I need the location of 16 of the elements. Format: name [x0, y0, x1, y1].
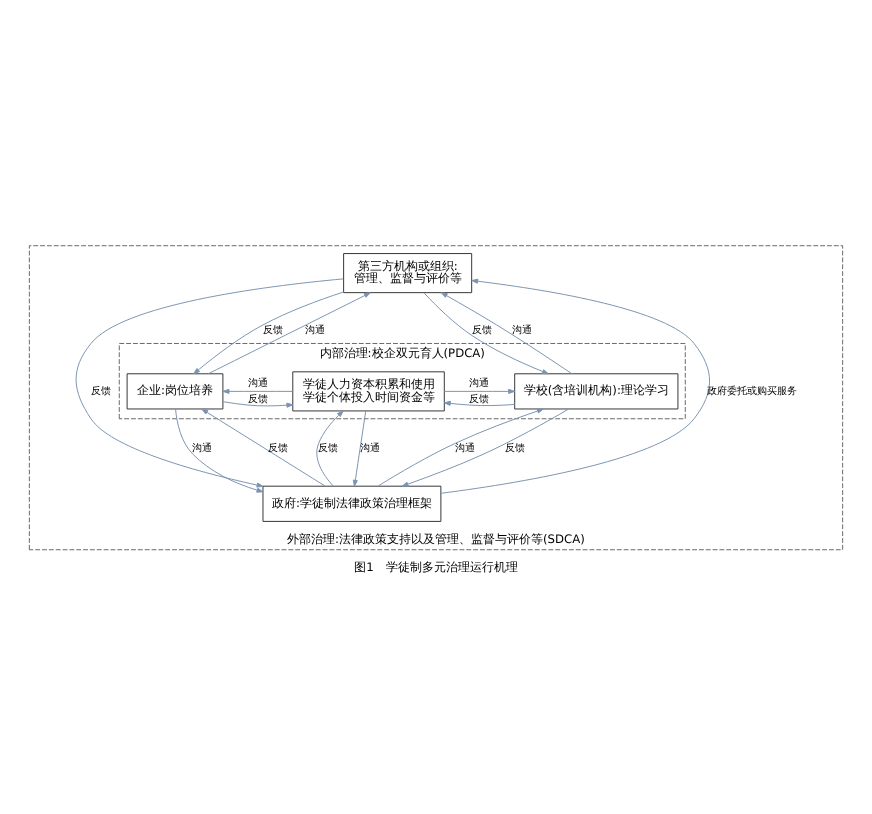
- arrow: [423, 291, 549, 374]
- arrow: [443, 399, 516, 406]
- arrow: [443, 387, 516, 393]
- arrow: [352, 409, 367, 486]
- arrow: [201, 407, 326, 486]
- arrow: [401, 407, 569, 486]
- arrow: [175, 407, 264, 492]
- arrow: [222, 400, 294, 407]
- arrow: [208, 291, 371, 374]
- arrow: [193, 290, 345, 374]
- arrow: [75, 277, 344, 487]
- arrow: [316, 409, 344, 486]
- arrow: [222, 387, 293, 393]
- arrow: [440, 277, 711, 493]
- arrow: [377, 407, 544, 486]
- arrow: [440, 291, 573, 374]
